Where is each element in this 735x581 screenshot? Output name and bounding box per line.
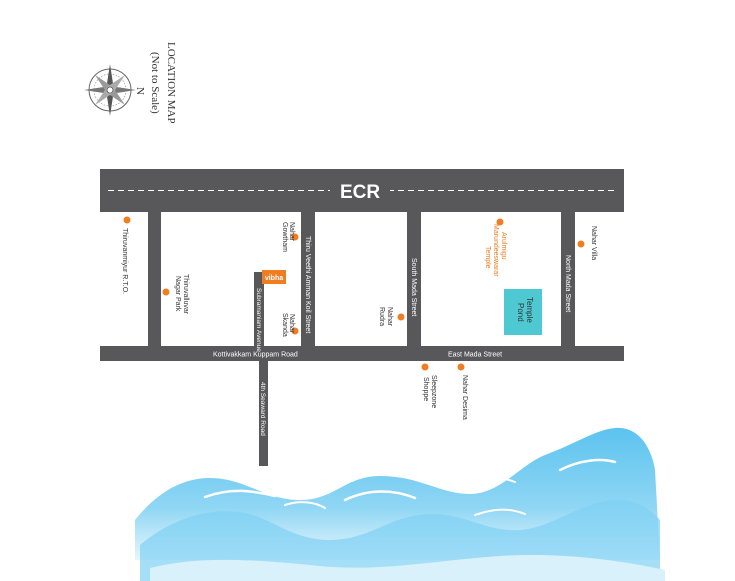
nahar-rudra-label-2: Rudra (378, 307, 385, 326)
arulmigu-label-2: Marundeeswarar (492, 224, 499, 277)
arulmigu-label-1: Arulmigu (500, 232, 507, 260)
marker-thiruvalluvar-park (162, 288, 170, 296)
marker-thiruvanmiyur-rto (123, 216, 131, 224)
arulmigu-label-3: Temple (484, 246, 491, 269)
map-subtitle: (Not to Scale) (149, 52, 161, 114)
thiru-veethi-street-label: Thiru Veethi Amman Koil Street (304, 236, 311, 333)
nahar-skanda-label-2: Skanda (281, 313, 288, 337)
kottivakkam-road-label: Kottivakkam Kuppam Road (213, 352, 298, 359)
marker-sleepzone (421, 363, 429, 371)
south-mada-street-label: South Mada Street (410, 258, 417, 316)
north-label: N (134, 87, 146, 95)
vertical-road-1 (148, 212, 161, 346)
sea-waves (135, 427, 665, 581)
nahar-skanda-label-1: Nahar (288, 314, 295, 334)
nahar-gowtham-label-2: Gowtham (281, 222, 288, 252)
seaward-road (259, 361, 268, 466)
temple-pond (504, 289, 542, 335)
temple-pond-label-1: Temple (525, 297, 534, 323)
ecr-label-gap (330, 180, 390, 202)
south-mada-road (407, 212, 421, 346)
thiruvalluvar-park-label-1: Thiruvalluvar (182, 274, 189, 315)
thiruvanmiyur-rto-label: Thiruvanmiyur R.T.O. (121, 228, 128, 294)
marker-nahar-villa (577, 240, 585, 248)
road-network (100, 169, 624, 466)
marker-nahar-skanda (291, 327, 299, 335)
marker-nahar-gowtham (291, 233, 299, 241)
east-mada-street-label: East Mada Street (448, 352, 502, 359)
nahar-rudra-label-1: Nahar (386, 307, 393, 327)
compass-icon (84, 64, 136, 116)
map-title: LOCATION MAP (165, 42, 177, 124)
marker-arulmigu-temple (496, 218, 504, 226)
marker-nahar-rudra (397, 313, 405, 321)
sleepzone-label-2: Shoppe (422, 377, 429, 401)
thiru-veethi-road (301, 212, 315, 346)
kottivakkam-road (100, 346, 624, 361)
subramaniam-road (254, 272, 264, 346)
temple-pond-label-2: Pond (516, 303, 525, 322)
marker-nahar-desima (457, 363, 465, 371)
nahar-desima-label: Nahar Desima (461, 375, 468, 420)
vibha-logo (262, 270, 286, 284)
nahar-villa-label: Nahar Villa (590, 226, 597, 260)
vibha-logo-text: vibha (265, 275, 283, 282)
nahar-gowtham-label-1: Nahar (288, 222, 295, 242)
thiruvalluvar-park-label-2: Nagar Park (174, 276, 181, 312)
subramaniam-avenue-label: Subramaniam Avenue (255, 288, 262, 352)
sleepzone-label-1: Sleepzone (430, 375, 437, 408)
north-mada-road (561, 212, 575, 346)
seaward-road-label: 4th Seaward Road (259, 382, 266, 436)
north-mada-street-label: North Mada Street (564, 255, 571, 312)
ecr-label: ECR (340, 182, 380, 203)
